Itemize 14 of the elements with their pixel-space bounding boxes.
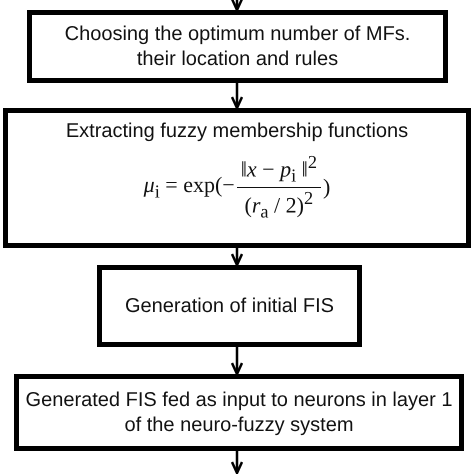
step-text: Extracting fuzzy membership functions — [66, 119, 408, 144]
step-text: Choosing the optimum number of MFs. their location and rules — [64, 22, 412, 72]
formula: μ$_{i}$ = exp(− ‖x − p$_{i}$ ‖$^{2}$ (r$_{a}$ / 2)$^{2}$ ) — [144, 152, 330, 222]
arrow — [230, 83, 244, 110]
step-text: Generation of initial FIS — [124, 294, 335, 318]
process-box — [27, 10, 448, 83]
process-box — [3, 108, 471, 248]
arrow — [230, 0, 244, 12]
arrow — [230, 248, 244, 266]
step-text: Generated FIS fed as input to neurons in layer 1 of the neuro-fuzzy system — [24, 388, 454, 438]
arrow — [230, 451, 244, 474]
arrow — [230, 347, 244, 376]
process-box — [14, 374, 464, 451]
process-box — [97, 265, 362, 347]
